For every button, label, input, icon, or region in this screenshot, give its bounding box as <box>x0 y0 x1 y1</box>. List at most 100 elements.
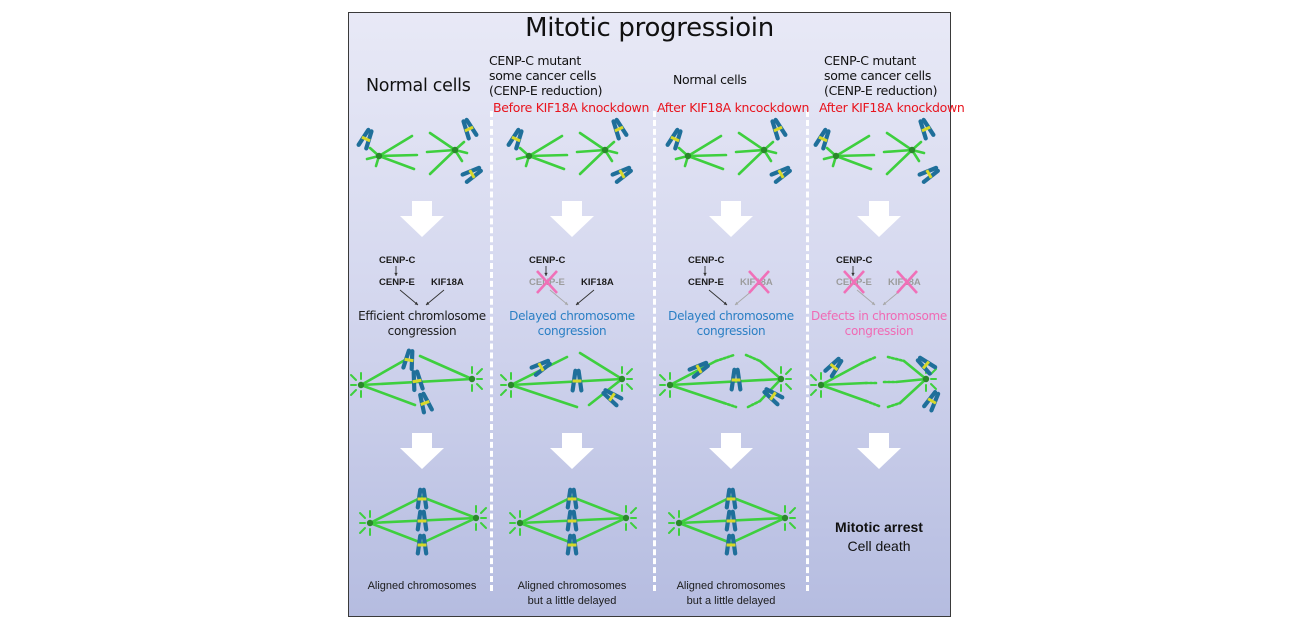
microtubule <box>886 401 902 409</box>
spindle <box>810 355 937 409</box>
microtubule <box>425 148 457 154</box>
centrosome <box>781 514 789 522</box>
chromosome <box>415 487 429 510</box>
arrow-cenpe-to-outcome-head <box>414 301 418 305</box>
chromosome <box>724 487 738 510</box>
arrow-cenpe-to-outcome <box>856 289 876 306</box>
condition-label: After KIF18A kncockdown <box>657 100 810 115</box>
down-arrow-icon <box>709 433 753 469</box>
arrow-kif18a-to-outcome-head <box>426 301 430 305</box>
inhibition-cross-icon <box>536 270 558 294</box>
microtubule <box>418 354 474 381</box>
centrosome <box>357 381 365 389</box>
centrosome <box>817 381 825 389</box>
spindle <box>659 353 792 409</box>
centromere <box>608 392 616 402</box>
centromere <box>567 543 577 547</box>
chromosome <box>415 533 429 556</box>
arrow-cenpc-to-cenpe-head <box>544 272 548 276</box>
centromere <box>567 497 577 501</box>
microtubule <box>729 495 787 520</box>
microtubule <box>359 383 417 407</box>
centromere <box>417 497 427 501</box>
prometaphase-spindle-figure <box>810 355 941 413</box>
microtubule <box>377 134 414 158</box>
centrosome <box>451 146 459 154</box>
prometaphase-spindle-figure <box>500 351 633 409</box>
centromere <box>618 169 626 179</box>
down-arrow-icon <box>709 201 753 237</box>
prometaphase-spindle-figure <box>659 353 792 409</box>
down-arrow-icon <box>550 201 594 237</box>
astral-ray <box>480 507 487 514</box>
arrow-kif18a-to-outcome-head <box>883 301 887 305</box>
chromosome <box>565 509 579 532</box>
microtubule <box>819 381 868 387</box>
centromere <box>921 360 931 370</box>
centrosome <box>675 519 683 527</box>
microtubule <box>819 383 868 403</box>
centromere <box>921 125 931 133</box>
chromosome <box>769 165 792 184</box>
microtubule <box>686 134 723 158</box>
pathway-arrows <box>703 266 770 306</box>
centromere <box>731 378 741 382</box>
astral-ray <box>500 389 507 396</box>
cell-death-label: Cell death <box>847 538 911 554</box>
centromere <box>572 379 582 383</box>
microtubule <box>578 131 607 152</box>
microtubule <box>570 495 628 520</box>
microtubule <box>575 148 607 154</box>
centromere <box>670 135 680 143</box>
microtubule <box>894 377 928 384</box>
pathway-arrows <box>843 266 918 306</box>
inhibition-cross-icon <box>843 270 865 294</box>
column-header-line: CENP-C mutant <box>489 53 582 68</box>
arrow-cenpe-to-outcome <box>549 289 569 306</box>
protein-cenp-c: CENP-C <box>379 255 416 266</box>
microtubule <box>677 521 733 545</box>
centrosome <box>760 146 768 154</box>
microtubule <box>737 131 766 152</box>
microtubule <box>686 154 725 171</box>
centromere <box>361 135 371 143</box>
microtubule <box>527 153 569 158</box>
centromere <box>412 378 422 384</box>
astral-ray <box>626 368 633 375</box>
centrosome <box>922 375 930 383</box>
microtubule <box>359 358 407 387</box>
result-text: Aligned chromosomes <box>517 580 627 592</box>
astral-ray <box>930 383 937 390</box>
chromosome <box>460 165 483 184</box>
centrosome <box>375 152 383 160</box>
centromere <box>511 135 521 143</box>
astral-ray <box>785 368 792 375</box>
column-header: Normal cells <box>366 76 471 96</box>
centromere <box>726 543 736 547</box>
astral-ray <box>789 507 796 514</box>
inhibition-cross-icon <box>748 270 770 294</box>
chromosome <box>762 387 785 407</box>
centrosome <box>777 375 785 383</box>
centromere <box>417 543 427 547</box>
microtubule <box>834 134 871 158</box>
microtubule <box>885 131 914 152</box>
protein-cenp-e: CENP-E <box>379 277 415 288</box>
prophase-cell-figure <box>356 117 483 184</box>
microtubule <box>746 399 762 409</box>
astral-ray <box>810 389 817 396</box>
protein-kif18a: KIF18A <box>740 277 773 288</box>
microtubule <box>734 148 766 154</box>
microtubule <box>729 516 787 545</box>
microtubule <box>509 383 579 409</box>
astral-ray <box>785 383 792 390</box>
chromosome <box>770 117 788 141</box>
arrow-cenpe-to-outcome-head <box>723 301 727 305</box>
protein-kif18a: KIF18A <box>581 277 614 288</box>
microtubule <box>668 377 783 387</box>
microtubule <box>882 148 914 154</box>
centromere <box>726 497 736 501</box>
down-arrow-icon <box>857 433 901 469</box>
astral-ray <box>509 527 516 534</box>
